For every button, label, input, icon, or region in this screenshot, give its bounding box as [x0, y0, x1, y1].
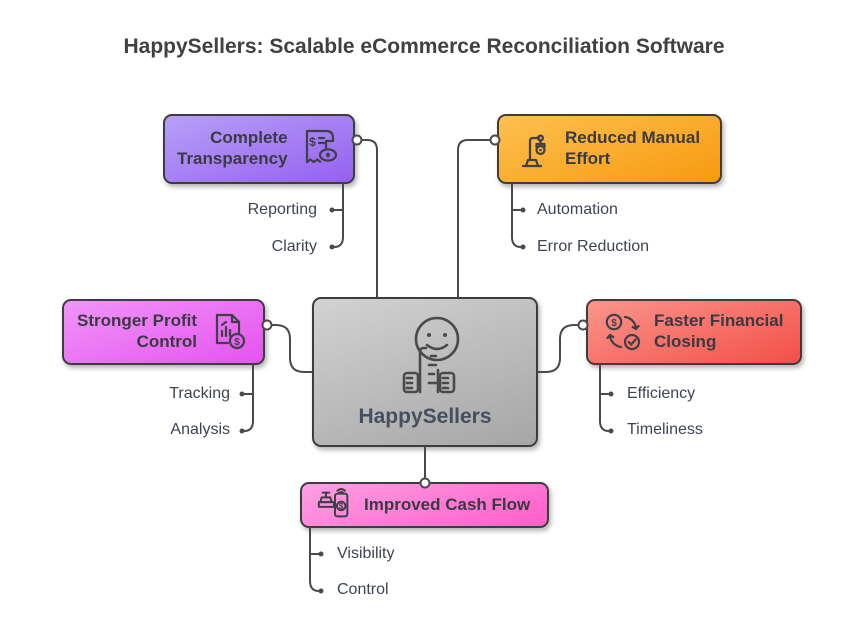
connector-reduced-manual-effort-to-center [457, 134, 501, 298]
currency-cycle-check-icon: $ [600, 309, 646, 355]
node-complete-transparency: Complete Transparency $ [163, 114, 355, 184]
smiley-receipt-icon [379, 314, 471, 400]
sublabel-error-reduction: Error Reduction [537, 238, 650, 255]
connector-stronger-profit-control-to-center [261, 319, 313, 373]
branch-improved-cash-flow-children [309, 527, 324, 594]
node-happysellers-center: HappySellers [312, 297, 538, 447]
sublabel-reporting: Reporting [247, 201, 317, 218]
sublabel-control: Control [337, 581, 389, 598]
branch-faster-financial-closing-children [599, 364, 614, 434]
svg-text:$: $ [611, 318, 617, 329]
node-stronger-profit-control: Stronger Profit Control $ [62, 299, 265, 365]
branch-complete-transparency-children [329, 183, 344, 250]
sublabel-clarity: Clarity [271, 238, 317, 255]
node-label: Improved Cash Flow [364, 494, 531, 514]
node-label: Complete Transparency [177, 128, 288, 168]
sublabel-analysis: Analysis [170, 421, 230, 438]
page-title: HappySellers: Scalable eCommerce Reconci… [123, 35, 725, 58]
node-faster-financial-closing: $ Faster Financial Closing [586, 299, 802, 365]
sublabel-timeliness: Timeliness [627, 421, 703, 438]
connector-complete-transparency-to-center [351, 134, 378, 298]
sublabel-visibility: Visibility [337, 545, 395, 562]
sublabel-automation: Automation [537, 201, 618, 218]
node-improved-cash-flow: $ Improved Cash Flow [300, 482, 549, 528]
center-node-label: HappySellers [358, 405, 492, 429]
node-label: Faster Financial Closing [654, 311, 784, 351]
document-chart-dollar-icon: $ [205, 309, 251, 355]
connector-center-to-faster-financial-closing [537, 319, 589, 373]
svg-text:$: $ [234, 337, 240, 348]
robot-arm-icon [511, 126, 557, 172]
node-label: Stronger Profit Control [77, 311, 197, 351]
sublabel-tracking: Tracking [169, 385, 230, 402]
branch-stronger-profit-control-children [239, 364, 254, 434]
receipt-eye-icon: $ [296, 126, 342, 172]
node-reduced-manual-effort: Reduced Manual Effort [497, 114, 722, 184]
sublabel-efficiency: Efficiency [627, 385, 696, 402]
node-label: Reduced Manual Effort [565, 128, 701, 168]
branch-reduced-manual-effort-children [511, 183, 526, 250]
svg-text:$: $ [309, 135, 316, 149]
svg-text:$: $ [339, 502, 344, 511]
cash-register-phone-icon: $ [314, 486, 356, 524]
